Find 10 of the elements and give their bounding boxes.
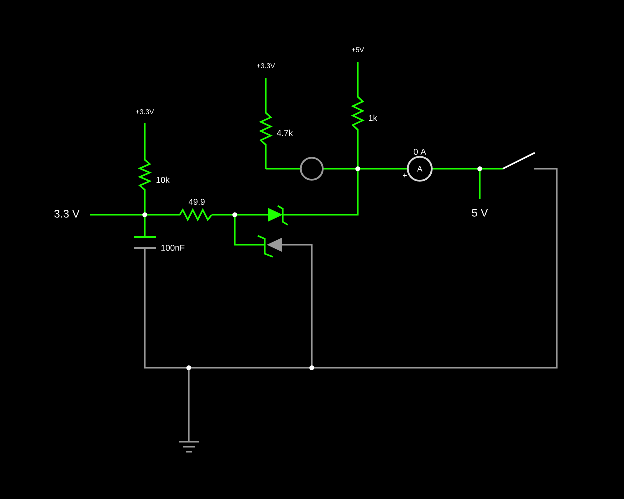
polarity-label: +: [403, 174, 407, 178]
value-label: 49.9: [188, 199, 205, 205]
value-label: 10k: [156, 176, 170, 184]
value-label: 4.7k: [277, 130, 294, 136]
value-label: 0 A: [414, 149, 426, 155]
voltage-label: 3.3 V: [54, 210, 80, 218]
value-label: 100nF: [162, 245, 185, 251]
voltage-label: 5 V: [472, 209, 488, 217]
value-label: 1k: [369, 114, 378, 122]
meter-letter: A: [417, 166, 423, 172]
